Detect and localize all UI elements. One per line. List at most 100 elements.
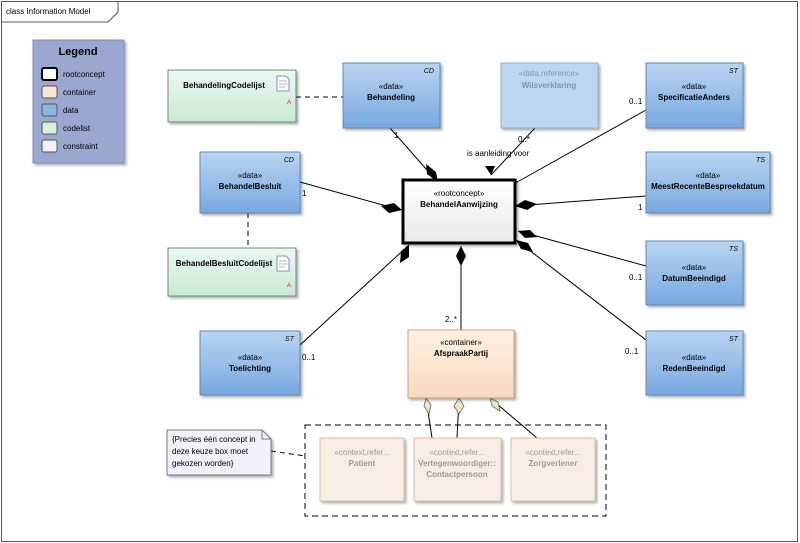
class-meest-stereotype: «data»	[696, 171, 721, 180]
class-meest-type: TS	[756, 157, 765, 164]
legend-swatch-codelist	[41, 121, 58, 135]
class-toelichting[interactable]: ST «data» Toelichting	[199, 330, 301, 396]
class-reden-type: ST	[729, 336, 739, 343]
codelist-besluit-box	[167, 247, 297, 297]
constraint-note[interactable]: {Precies één concept in deze keuze box m…	[166, 429, 272, 476]
codelist-besluit-name: BehandelBesluitCodelijst	[176, 259, 273, 268]
class-reden-name: RedenBeeindigd	[662, 364, 725, 373]
legend-swatch-container	[41, 85, 58, 99]
class-datum[interactable]: TS «data» DatumBeeindigd	[645, 240, 744, 306]
legend-label-rootconcept: rootconcept	[63, 70, 106, 79]
class-meest[interactable]: TS «data» MeestRecenteBespreekdatum	[645, 151, 771, 214]
codelist-behandeling-box	[167, 69, 297, 123]
mult-toelichting: 0..1	[302, 353, 316, 362]
class-toelichting-type: ST	[285, 336, 295, 343]
diamond-reden	[516, 240, 533, 252]
codelist-besluit[interactable]: BehandelBesluitCodelijst A	[167, 247, 297, 297]
mult-wilsverklaring: 0..*	[518, 135, 530, 144]
mult-afspraak: 2..*	[445, 315, 457, 324]
class-zorgverlener-box	[510, 437, 596, 502]
assoc-toelichting	[299, 244, 410, 346]
class-reden-box	[645, 330, 744, 396]
choice-box	[304, 424, 607, 517]
class-reden-stereotype: «data»	[682, 353, 707, 362]
document-icon: A	[276, 75, 291, 106]
mult-meest: 1	[638, 203, 643, 212]
mult-reden: 0..1	[625, 347, 639, 356]
constraint-note-box	[166, 429, 272, 476]
class-besluit-type: CD	[284, 157, 294, 164]
legend-title: Legend	[58, 46, 97, 58]
codelist-behandeling-name: BehandelingCodelijst	[183, 81, 265, 90]
class-wilsverklaring[interactable]: «data,reference» Wilsverklaring	[500, 62, 599, 129]
class-meest-box	[645, 151, 771, 214]
class-behandeling-box	[342, 62, 441, 129]
class-zorgverlener-name: Zorgverlener	[529, 459, 578, 468]
mult-datum: 0..1	[629, 273, 643, 282]
class-afspraak-stereotype: «container»	[440, 338, 482, 347]
document-icon: A	[276, 255, 291, 289]
class-datum-stereotype: «data»	[682, 263, 707, 272]
association-label: is aanleiding voor	[467, 149, 530, 158]
constraint-note-line-3: gekozen worden}	[172, 459, 234, 468]
mult-specificatie: 0..1	[629, 97, 643, 106]
legend-label-container: container	[63, 88, 96, 97]
diamond-besluit	[381, 203, 402, 213]
assoc-datum	[517, 230, 647, 267]
class-patient-box	[319, 437, 405, 502]
constraint-note-line-2: deze keuze box moet	[172, 447, 249, 456]
diamond-patient	[423, 397, 432, 416]
assoc-reden	[515, 239, 647, 341]
class-zorgverlener-stereotype: «context,refer...	[525, 448, 580, 457]
legend-swatch-rootconcept	[41, 67, 58, 81]
class-vertegen-stereotype: «context,refer...	[429, 448, 484, 457]
class-toelichting-stereotype: «data»	[238, 353, 263, 362]
class-patient-stereotype: «context,refer...	[334, 448, 389, 457]
class-behandeling[interactable]: CD «data» Behandeling	[342, 62, 441, 129]
class-datum-type: TS	[729, 246, 738, 253]
class-wilsverklaring-name: Wilsverklaring	[522, 81, 577, 90]
class-patient[interactable]: «context,refer... Patient	[319, 437, 405, 502]
legend-label-constraint: constraint	[63, 142, 98, 151]
class-besluit-name: BehandelBesluit	[219, 182, 282, 191]
class-behandeling-name: Behandeling	[367, 93, 415, 102]
diamond-meest	[515, 200, 537, 210]
diamond-zorgverlener	[489, 397, 501, 412]
class-vertegen-box	[413, 437, 502, 502]
assoc-meest	[514, 195, 647, 207]
class-wilsverklaring-stereotype: «data,reference»	[519, 69, 580, 78]
wilsverklaring-arrowhead	[485, 166, 495, 175]
constraint-note-line-1: {Precies één concept in	[172, 435, 256, 444]
class-root-box	[401, 178, 517, 245]
codelist-behandeling[interactable]: BehandelingCodelijst A	[167, 69, 297, 123]
class-root[interactable]: «rootconcept» BehandelAanwijzing	[401, 178, 517, 245]
class-zorgverlener[interactable]: «context,refer... Zorgverlener	[510, 437, 596, 502]
class-behandeling-stereotype: «data»	[379, 82, 404, 91]
class-specificatie[interactable]: ST «data» SpecificatieAnders	[645, 62, 744, 129]
class-vertegen-name2: Contactpersoon	[426, 470, 487, 479]
class-patient-name: Patient	[349, 459, 376, 468]
mult-besluit: 1	[302, 189, 307, 198]
class-specificatie-stereotype: «data»	[682, 82, 707, 91]
class-vertegen[interactable]: «context,refer... Vertegenwoordiger:: Co…	[413, 437, 502, 502]
diamond-vertegen	[453, 397, 465, 415]
class-besluit-stereotype: «data»	[238, 171, 263, 180]
frame-title: class Information Model	[6, 7, 91, 16]
legend-swatch-data	[41, 103, 58, 117]
aggregation-diamonds	[423, 397, 501, 416]
class-reden[interactable]: ST «data» RedenBeeindigd	[645, 330, 744, 396]
class-besluit[interactable]: CD «data» BehandelBesluit	[199, 151, 301, 214]
note-anchor	[270, 450, 306, 457]
legend: Legend rootconcept container data codeli…	[32, 39, 125, 164]
mult-behandeling: 1	[394, 131, 399, 140]
legend-swatch-constraint	[41, 139, 58, 153]
class-meest-name: MeestRecenteBespreekdatum	[651, 182, 765, 191]
class-vertegen-name: Vertegenwoordiger::	[418, 459, 496, 468]
class-wilsverklaring-box	[500, 62, 599, 129]
class-specificatie-box	[645, 62, 744, 129]
svg-text:A: A	[286, 283, 291, 289]
class-specificatie-type: ST	[729, 68, 739, 75]
class-afspraak[interactable]: «container» AfspraakPartij	[407, 329, 515, 399]
